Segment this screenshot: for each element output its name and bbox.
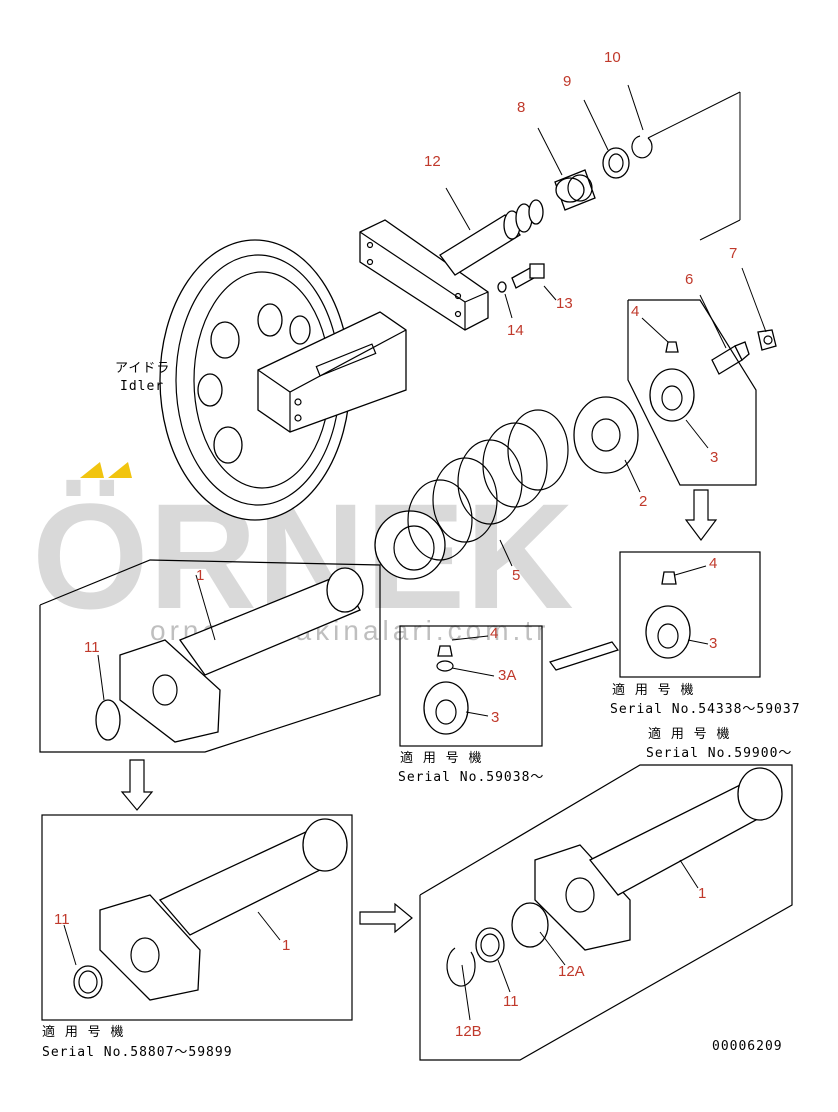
callout-4c: 4 <box>490 625 498 642</box>
fitting-6 <box>711 341 750 375</box>
variant-box-59900 <box>419 764 793 1061</box>
idler-label-en: Idler <box>120 379 164 394</box>
callout-3b: 3 <box>709 635 717 652</box>
callout-9: 9 <box>563 73 571 90</box>
shaft-detail-box <box>39 559 381 753</box>
variant-box-59038 <box>399 625 543 747</box>
callout-5: 5 <box>512 567 520 584</box>
serial-label-2: Serial No.59038～ <box>398 770 544 785</box>
applicable-label-2: 適 用 号 機 <box>400 750 482 766</box>
callout-14: 14 <box>507 322 524 339</box>
spring-plate-2 <box>573 396 639 474</box>
washer-14 <box>497 281 507 293</box>
nut-detail-top <box>627 299 757 486</box>
callout-4: 4 <box>631 303 639 320</box>
recoil-spring-5 <box>374 409 569 580</box>
callout-3: 3 <box>710 449 718 466</box>
arrow-right <box>359 902 413 934</box>
variant-box-54338 <box>619 551 761 678</box>
arrow-down-left <box>120 759 154 811</box>
applicable-label-1: 適 用 号 機 <box>612 682 694 698</box>
idler-label-jp: アイドラ <box>115 361 170 376</box>
arrow-left <box>549 641 619 671</box>
recoil-bracket <box>359 199 544 331</box>
watermark-accent-left <box>80 462 104 478</box>
drawing-number: 00006209 <box>712 1039 783 1054</box>
callout-12: 12 <box>424 153 441 170</box>
snap-ring-10 <box>631 135 653 159</box>
leader-lines <box>63 84 767 1021</box>
serial-label-4: Serial No.58807～59899 <box>42 1045 233 1060</box>
callout-2: 2 <box>639 493 647 510</box>
idler-yoke <box>257 311 407 433</box>
callout-8: 8 <box>517 99 525 116</box>
serial-label-1: Serial No.54338～59037 <box>610 702 801 717</box>
watermark-accent-right <box>108 462 132 478</box>
seal-11-a <box>95 699 121 741</box>
callout-10: 10 <box>604 49 621 66</box>
seal-9 <box>602 147 630 179</box>
callout-4b: 4 <box>709 555 717 572</box>
bushing-8 <box>554 169 596 211</box>
bolt-13 <box>511 263 545 289</box>
callout-1: 1 <box>196 567 204 584</box>
callout-13: 13 <box>556 295 573 312</box>
callout-1b: 1 <box>282 937 290 954</box>
idler-wheel <box>159 239 351 521</box>
serial-label-3: Serial No.59900～ <box>646 746 792 761</box>
callout-11c: 11 <box>503 993 519 1010</box>
callout-7: 7 <box>729 245 737 262</box>
callout-12a: 12A <box>558 963 585 980</box>
applicable-label-4: 適 用 号 機 <box>42 1024 124 1040</box>
callout-3c: 3 <box>491 709 499 726</box>
fitting-7 <box>757 329 777 351</box>
callout-11: 11 <box>84 639 100 656</box>
arrow-down-right <box>684 489 718 541</box>
callout-3a: 3A <box>498 667 516 684</box>
callout-12b: 12B <box>455 1023 482 1040</box>
callout-6: 6 <box>685 271 693 288</box>
variant-box-58807 <box>41 814 353 1021</box>
callout-11b: 11 <box>54 911 70 928</box>
applicable-label-3: 適 用 号 機 <box>648 726 730 742</box>
callout-1c: 1 <box>698 885 706 902</box>
